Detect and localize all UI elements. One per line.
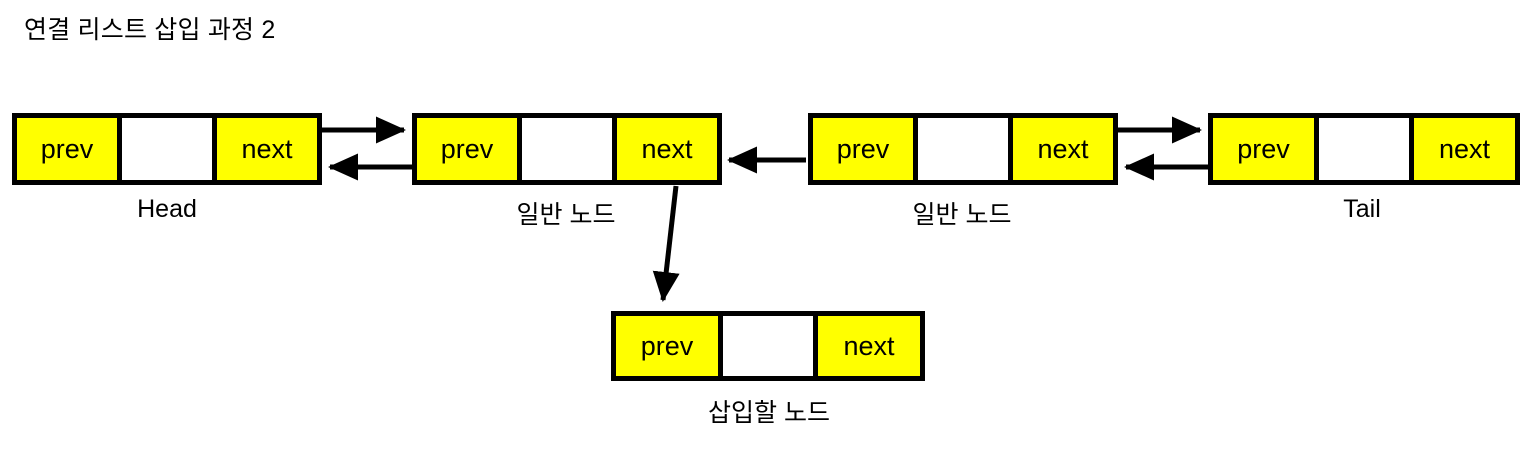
node-head[interactable]: prev next [12, 113, 322, 185]
cell-data[interactable] [117, 118, 217, 180]
node-label-tail: Tail [1343, 195, 1381, 223]
cell-prev[interactable]: prev [1213, 118, 1314, 180]
cell-prev[interactable]: prev [17, 118, 117, 180]
node-label-insert: 삽입할 노드 [708, 399, 830, 427]
node-tail[interactable]: prev next [1208, 113, 1520, 185]
cell-prev[interactable]: prev [813, 118, 913, 180]
node-label-head: Head [137, 195, 197, 223]
cell-prev[interactable]: prev [616, 316, 718, 376]
cell-data[interactable] [718, 316, 818, 376]
node-label-normal-2: 일반 노드 [912, 201, 1012, 229]
cell-next[interactable]: next [617, 118, 717, 180]
node-normal-2[interactable]: prev next [808, 113, 1118, 185]
arrow-node1-next-to-insert-node [652, 185, 680, 302]
cell-next[interactable]: next [818, 316, 920, 376]
cell-prev[interactable]: prev [417, 118, 517, 180]
cell-next[interactable]: next [217, 118, 317, 180]
cell-data[interactable] [1314, 118, 1414, 180]
cell-data[interactable] [517, 118, 617, 180]
page-title: 연결 리스트 삽입 과정 2 [24, 16, 276, 44]
node-label-normal-1: 일반 노드 [516, 201, 616, 229]
cell-next[interactable]: next [1414, 118, 1515, 180]
node-insert[interactable]: prev next [611, 311, 925, 381]
node-normal-1[interactable]: prev next [412, 113, 722, 185]
cell-data[interactable] [913, 118, 1013, 180]
cell-next[interactable]: next [1013, 118, 1113, 180]
